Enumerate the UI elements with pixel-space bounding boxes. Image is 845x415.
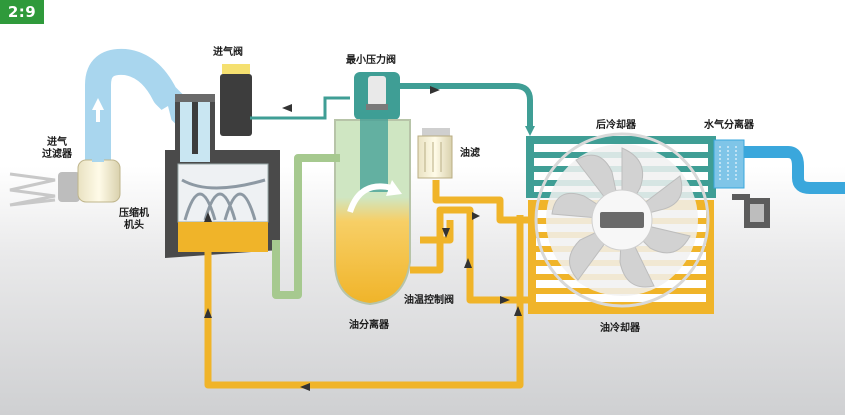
intake-up-arrow — [92, 98, 104, 110]
label-water-separator: 水气分离器 — [704, 120, 754, 131]
slide-badge: 2:9 — [0, 0, 44, 24]
min-pressure-valve — [354, 72, 400, 120]
cooling-fan-icon — [534, 132, 710, 308]
oil-circuit — [204, 180, 528, 389]
label-intake-valve: 进气阀 — [213, 47, 243, 58]
label-oil-filter: 油滤 — [460, 148, 480, 159]
label-oil-separator: 油分离器 — [349, 320, 389, 331]
water-separator — [713, 139, 845, 228]
label-intake-filter-line2: 过滤器 — [42, 149, 72, 160]
label-compressor: 压缩机 机头 — [119, 208, 149, 232]
oil-air-mix-path — [272, 154, 340, 299]
compressor-body — [165, 94, 280, 258]
label-oil-cooler: 油冷却器 — [600, 323, 640, 334]
oil-filter — [417, 128, 453, 179]
intake-diag-arrow — [158, 106, 172, 122]
flow-arrow-icon — [204, 86, 522, 391]
label-min-pressure-valve: 最小压力阀 — [346, 55, 396, 66]
compressed-air-path — [250, 83, 535, 136]
screw-rotor-icon — [181, 178, 266, 221]
intake-filter — [9, 150, 121, 207]
intake-valve — [220, 64, 252, 136]
label-intake-filter: 进气 过滤器 — [42, 137, 72, 161]
oil-separator — [334, 112, 411, 306]
label-compressor-line2: 机头 — [124, 220, 144, 231]
label-oil-temp-valve: 油温控制阀 — [404, 295, 454, 306]
label-after-cooler: 后冷却器 — [596, 120, 636, 131]
label-compressor-line1: 压缩机 — [119, 208, 149, 219]
label-intake-filter-line1: 进气 — [47, 137, 67, 148]
intake-air-path — [85, 48, 200, 165]
